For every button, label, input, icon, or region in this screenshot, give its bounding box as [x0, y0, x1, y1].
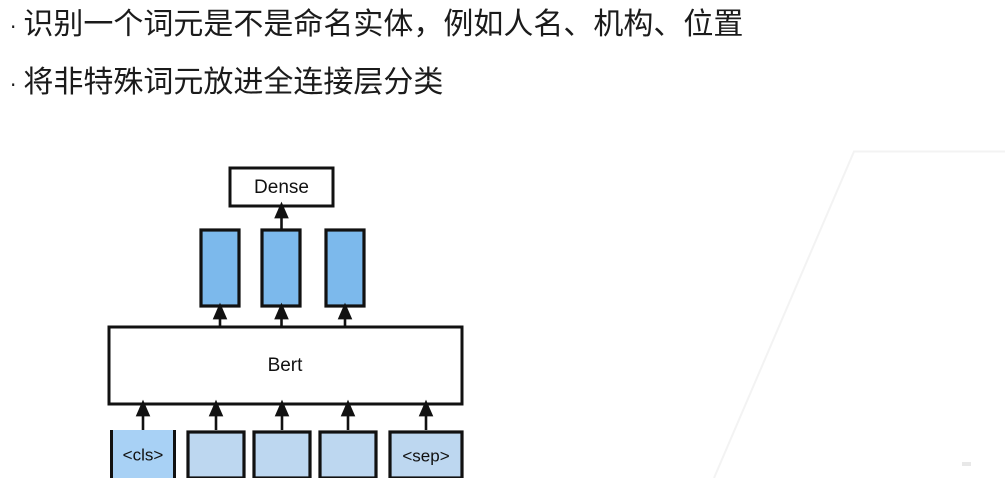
bullet-list: · 识别一个词元是不是命名实体，例如人名、机构、位置 · 将非特殊词元放进全连接…: [0, 0, 1005, 108]
hidden-state-bar: [324, 228, 366, 308]
watermark-speck: [962, 462, 971, 466]
bullet-marker-icon: ·: [10, 15, 17, 39]
bullet-marker-icon: ·: [10, 73, 17, 97]
token-box: [252, 430, 312, 478]
token-box-sep: <sep>: [388, 430, 464, 478]
token-label-cls: <cls>: [123, 445, 164, 464]
dense-layer-label: Dense: [254, 177, 309, 198]
bert-encoder-label: Bert: [268, 355, 304, 376]
bert-encoder-node: Bert: [107, 325, 464, 406]
hidden-state-bar: [199, 228, 241, 308]
token-label-sep: <sep>: [402, 446, 449, 465]
dense-layer-node: Dense: [228, 166, 335, 208]
list-item: · 将非特殊词元放进全连接层分类: [0, 60, 1005, 108]
token-box: [318, 430, 378, 478]
token-box: [186, 430, 246, 478]
list-item: · 识别一个词元是不是命名实体，例如人名、机构、位置: [0, 2, 1005, 50]
bullet-text: 将非特殊词元放进全连接层分类: [23, 65, 444, 100]
token-box-cls: <cls>: [110, 430, 176, 478]
hidden-state-bar: [260, 228, 302, 308]
bullet-text: 识别一个词元是不是命名实体，例如人名、机构、位置: [23, 7, 744, 42]
background-watermark-shape: [713, 150, 1005, 478]
